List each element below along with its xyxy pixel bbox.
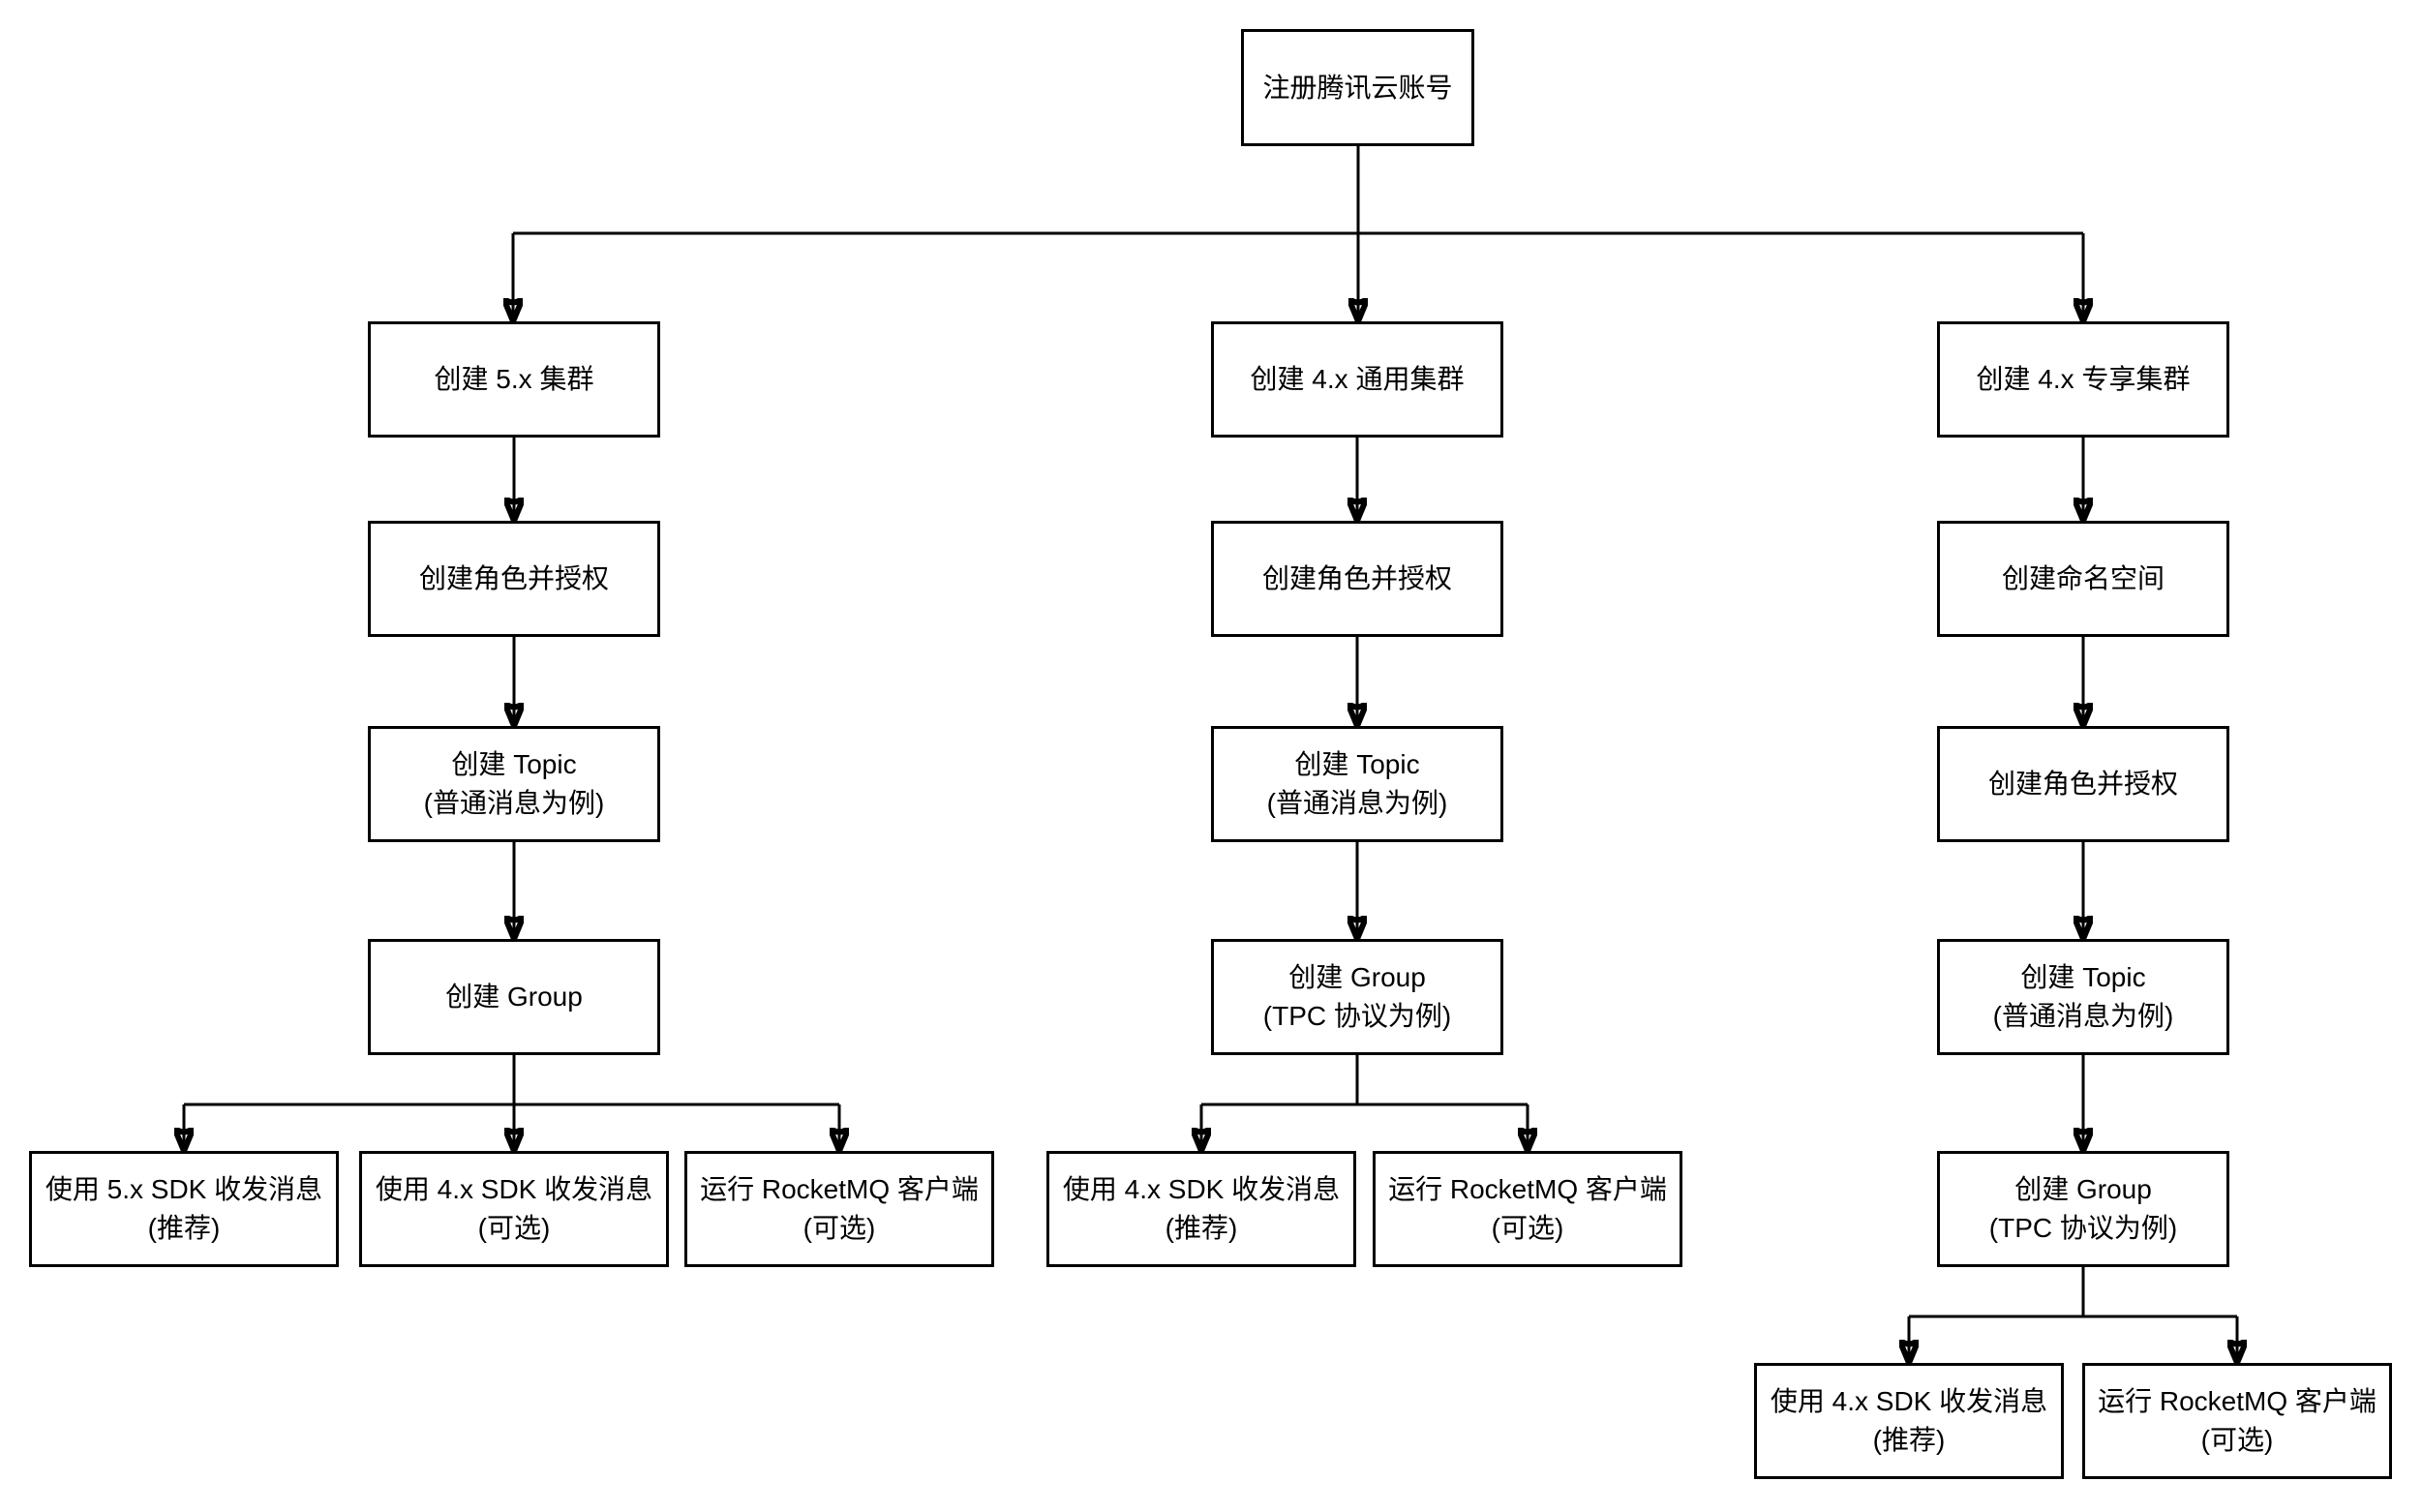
node-5x-create-group: 创建 Group xyxy=(368,939,660,1055)
node-5x-run-rocketmq-client: 运行 RocketMQ 客户端 (可选) xyxy=(684,1151,994,1267)
column-4x-dedicated-connectors xyxy=(1909,438,2237,1361)
node-4x-dedicated-create-group: 创建 Group (TPC 协议为例) xyxy=(1937,1151,2229,1267)
root-fanout-connector xyxy=(513,146,2083,319)
node-create-4x-dedicated-cluster: 创建 4.x 专享集群 xyxy=(1937,321,2229,438)
column-5x-connectors xyxy=(184,438,839,1149)
node-5x-use-4x-sdk: 使用 4.x SDK 收发消息 (可选) xyxy=(359,1151,669,1267)
node-create-4x-general-cluster: 创建 4.x 通用集群 xyxy=(1211,321,1503,438)
node-4x-dedicated-create-namespace: 创建命名空间 xyxy=(1937,521,2229,637)
node-4x-general-run-rocketmq-client: 运行 RocketMQ 客户端 (可选) xyxy=(1373,1151,1682,1267)
node-4x-general-create-topic: 创建 Topic (普通消息为例) xyxy=(1211,726,1503,842)
node-create-5x-cluster: 创建 5.x 集群 xyxy=(368,321,660,438)
node-5x-create-topic: 创建 Topic (普通消息为例) xyxy=(368,726,660,842)
node-4x-dedicated-create-role-auth: 创建角色并授权 xyxy=(1937,726,2229,842)
node-4x-dedicated-use-4x-sdk: 使用 4.x SDK 收发消息 (推荐) xyxy=(1754,1363,2064,1479)
node-4x-general-create-group: 创建 Group (TPC 协议为例) xyxy=(1211,939,1503,1055)
node-register-account: 注册腾讯云账号 xyxy=(1241,29,1474,146)
node-5x-use-5x-sdk: 使用 5.x SDK 收发消息 (推荐) xyxy=(29,1151,339,1267)
node-5x-create-role-auth: 创建角色并授权 xyxy=(368,521,660,637)
node-4x-general-use-4x-sdk: 使用 4.x SDK 收发消息 (推荐) xyxy=(1046,1151,1356,1267)
column-4x-general-connectors xyxy=(1201,438,1528,1149)
node-4x-dedicated-run-rocketmq-client: 运行 RocketMQ 客户端 (可选) xyxy=(2082,1363,2392,1479)
node-4x-general-create-role-auth: 创建角色并授权 xyxy=(1211,521,1503,637)
node-4x-dedicated-create-topic: 创建 Topic (普通消息为例) xyxy=(1937,939,2229,1055)
